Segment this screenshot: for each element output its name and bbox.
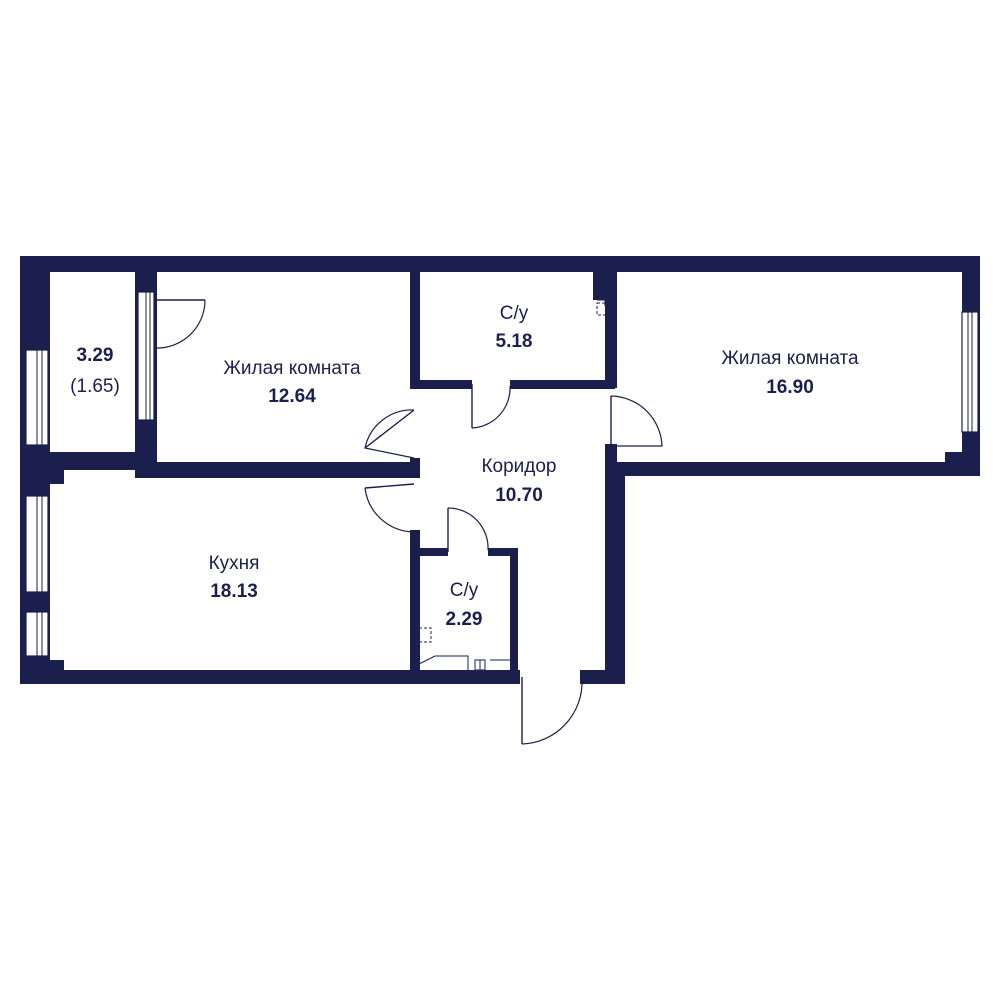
bathroom-1-name: С/у [500,303,529,324]
entrance-door [521,677,583,745]
bathroom-2-door [447,507,489,552]
balcony-window [25,349,49,446]
living-room-2-label: Жилая комната 16.90 [721,348,859,398]
bathroom-2-area: 2.29 [446,609,483,630]
living-room-1-door [364,409,415,459]
bathroom-1-area: 5.18 [496,331,533,352]
living-room-1-name: Жилая комната [223,358,361,379]
fixtures [418,299,609,671]
kitchen-area: 18.13 [210,581,258,602]
corridor-area: 10.70 [495,485,543,506]
living-room-1-window [137,291,155,421]
kitchen-window-1 [25,495,49,593]
living-room-2-name: Жилая комната [721,348,859,369]
living-room-2-area: 16.90 [766,377,814,398]
kitchen-window-2 [25,611,49,657]
windows [25,291,979,657]
kitchen-door [364,483,415,533]
kitchen-label: Кухня 18.13 [209,553,260,602]
bathroom-1-door [471,384,511,429]
balcony-area-reduced: (1.65) [70,376,120,397]
doors [156,299,663,745]
living-room-1-label: Жилая комната 12.64 [223,358,361,407]
corridor-name: Коридор [481,456,556,477]
kitchen-name: Кухня [209,553,260,574]
living-room-1-area: 12.64 [268,386,316,407]
bathroom-2-label: С/у 2.29 [446,580,483,630]
corridor-label: Коридор 10.70 [481,456,556,506]
living-room-2-door [610,395,663,447]
bathroom-1-label: С/у 5.18 [496,303,533,352]
balcony-label: 3.29 (1.65) [70,345,120,397]
living-room-2-window [961,311,979,433]
bathroom-2-name: С/у [450,580,479,601]
balcony-door [156,299,206,349]
balcony-area: 3.29 [77,345,114,366]
